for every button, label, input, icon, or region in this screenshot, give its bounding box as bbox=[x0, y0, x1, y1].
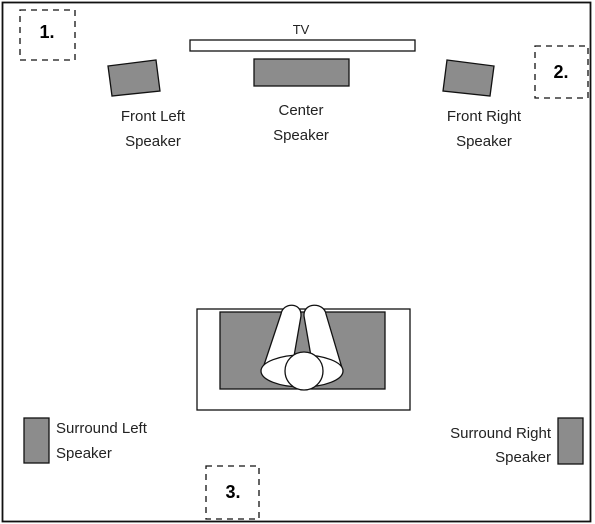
listening-position-3-box bbox=[205, 465, 260, 520]
center-speaker bbox=[253, 58, 350, 87]
front-right-speaker bbox=[442, 59, 495, 97]
listening-position-1-label: 1. bbox=[39, 22, 54, 42]
listening-position-1-box bbox=[19, 9, 76, 61]
front-left-speaker-label-line1: Front Left bbox=[121, 108, 186, 125]
center-speaker-label-line1: Center bbox=[278, 102, 323, 119]
listening-position-2-label: 2. bbox=[553, 62, 568, 82]
listener-right-arm bbox=[303, 304, 343, 369]
center-speaker-label-line2: Speaker bbox=[273, 127, 329, 144]
surround-left-speaker-label-line1: Surround Left bbox=[56, 420, 148, 437]
tv-screen bbox=[189, 39, 416, 52]
surround-left-speaker bbox=[23, 417, 50, 464]
listener-head bbox=[284, 351, 324, 391]
listening-position-2-box bbox=[534, 45, 589, 99]
front-left-speaker-label-line2: Speaker bbox=[125, 133, 181, 150]
front-left-speaker bbox=[107, 59, 161, 97]
surround-right-speaker bbox=[557, 417, 584, 465]
front-right-speaker-label-line1: Front Right bbox=[447, 108, 522, 125]
surround-right-speaker-label-line2: Speaker bbox=[495, 449, 551, 466]
front-right-speaker-label-line2: Speaker bbox=[456, 133, 512, 150]
listener-figure bbox=[260, 304, 344, 391]
surround-left-speaker-label-line2: Speaker bbox=[56, 445, 112, 462]
listening-position-3-label: 3. bbox=[225, 482, 240, 502]
tv-label: TV bbox=[293, 22, 310, 37]
surround-right-speaker-label-line1: Surround Right bbox=[450, 425, 552, 442]
